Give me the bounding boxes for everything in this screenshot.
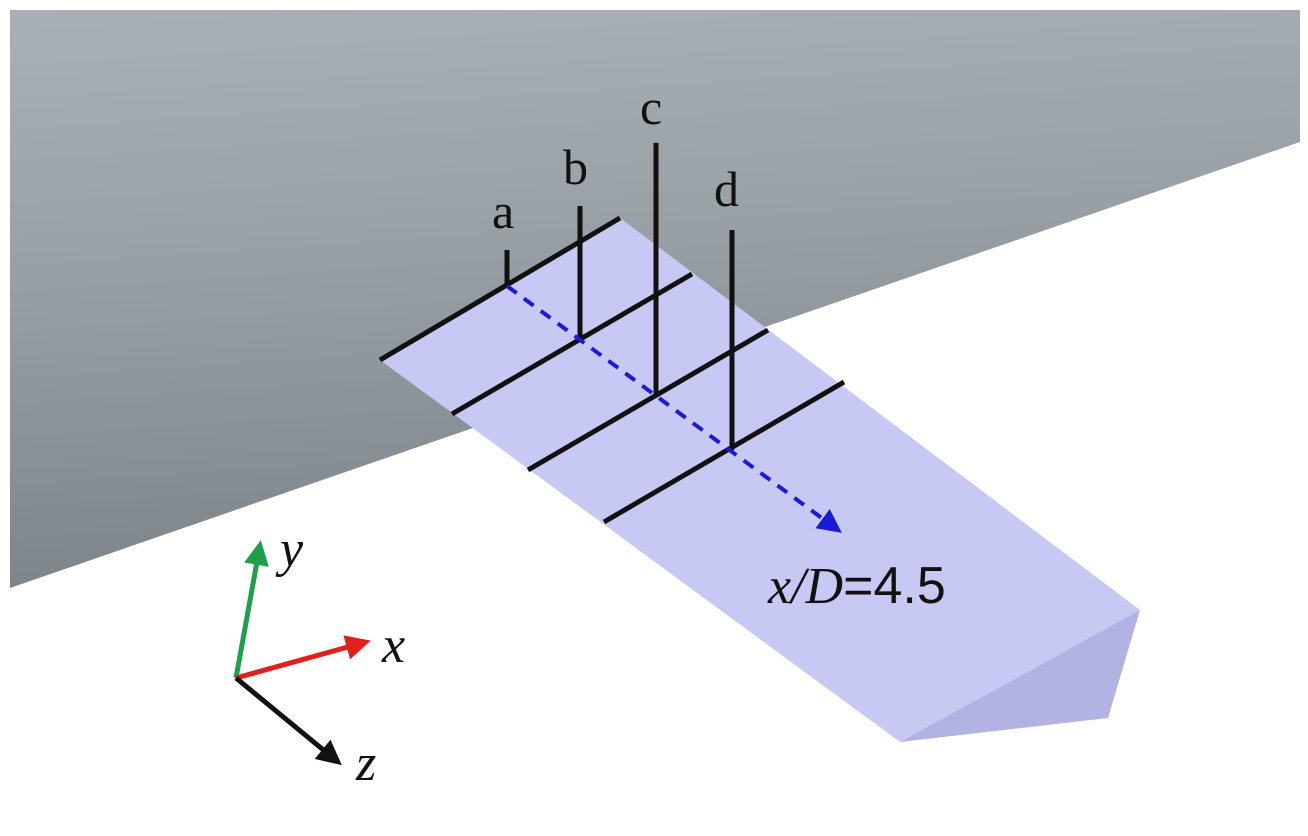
x-axis-label: x bbox=[381, 617, 405, 674]
station-label-a: a bbox=[492, 183, 514, 239]
y-axis-label: y bbox=[275, 521, 304, 578]
station-label-b: b bbox=[563, 139, 588, 195]
station-label-d: d bbox=[714, 161, 739, 217]
annotation-value: =4.5 bbox=[843, 557, 946, 615]
z-axis-arrow bbox=[234, 676, 342, 766]
station-line-b bbox=[450, 271, 694, 417]
plane-end-face bbox=[900, 610, 1140, 742]
station-label-c: c bbox=[640, 79, 662, 135]
z-axis-label: z bbox=[355, 735, 376, 792]
station-line-d bbox=[602, 379, 846, 525]
y-axis-arrow bbox=[233, 540, 269, 679]
x-axis-arrow bbox=[235, 635, 371, 681]
end-annotation: x/D=4.5 bbox=[767, 557, 946, 615]
station-line-c bbox=[526, 327, 770, 473]
measurement-plane bbox=[380, 218, 1140, 742]
annotation-variable: x/D bbox=[767, 558, 843, 615]
centerline-dashed-arrow bbox=[505, 284, 842, 533]
